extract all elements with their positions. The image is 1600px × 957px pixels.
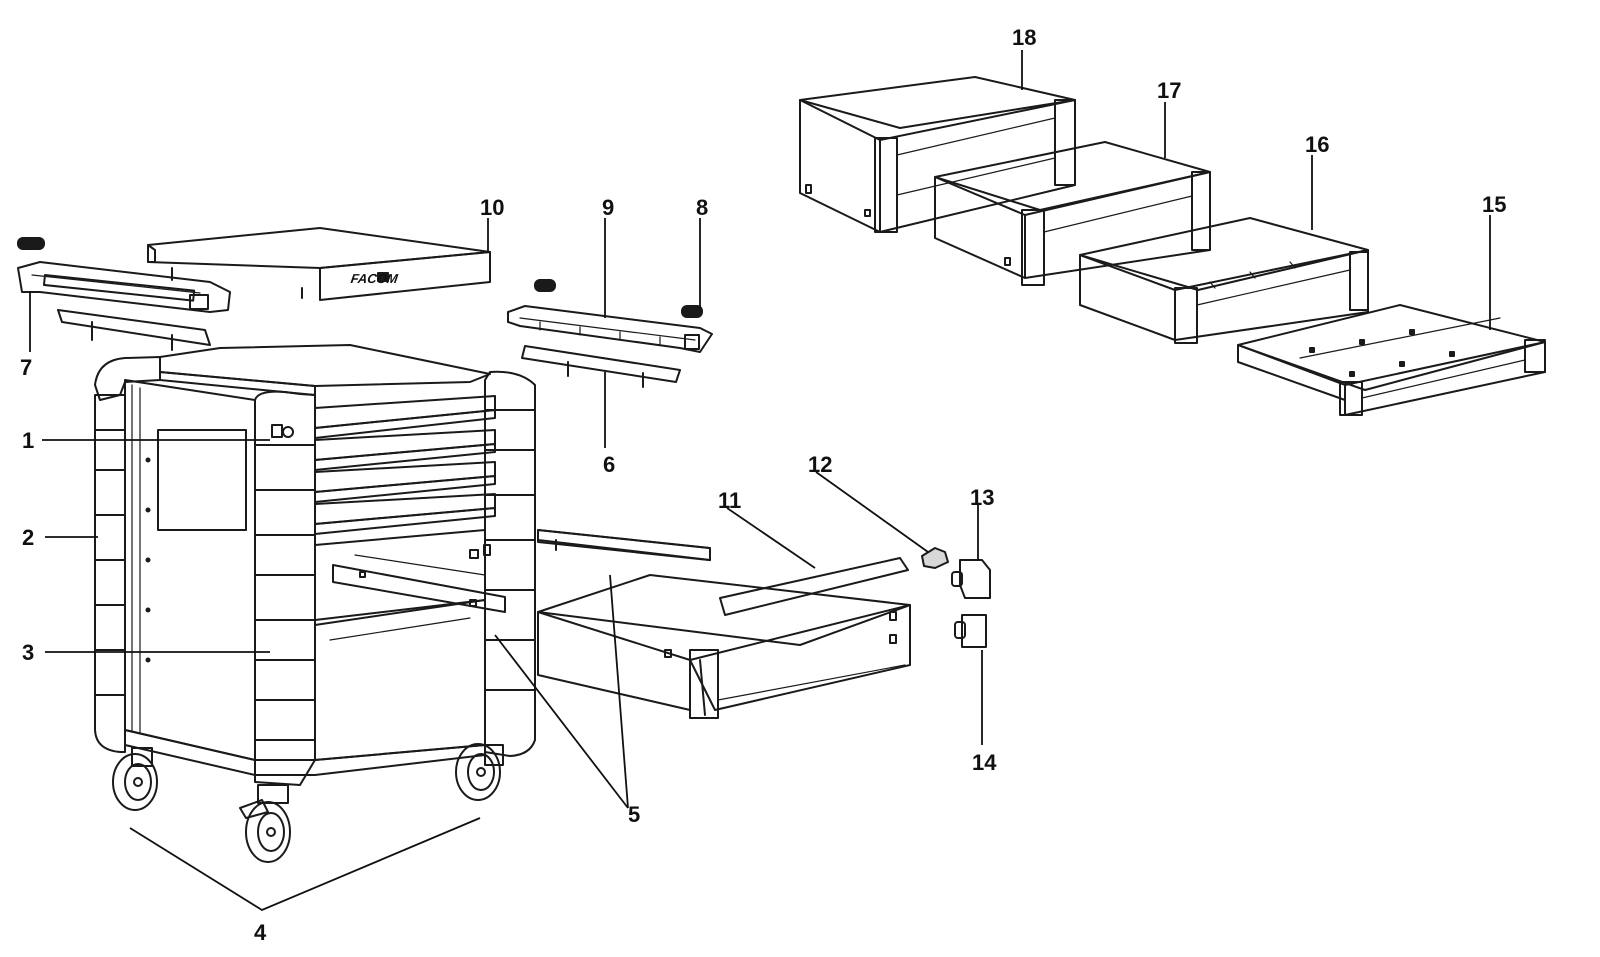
right-handle-assembly	[507, 279, 713, 388]
callout-7: 7	[20, 355, 32, 380]
callout-18: 18	[1012, 25, 1036, 50]
top-tray: FACOM	[147, 227, 491, 301]
callout-numbers: 1 2 3 4 5 6 7 8 9 10 11 12 13 14 15 16 1…	[20, 25, 1506, 945]
left-handle-assembly	[17, 237, 231, 351]
drawer-18	[799, 76, 1076, 233]
caster-wheels	[112, 743, 504, 863]
trolley-cabinet	[94, 344, 536, 863]
callout-16: 16	[1305, 132, 1329, 157]
callout-6: 6	[603, 452, 615, 477]
drawer-fronts	[314, 395, 496, 535]
callout-3: 3	[22, 640, 34, 665]
leader-lines	[29, 50, 1491, 912]
callout-13: 13	[970, 485, 994, 510]
brand-logo-text: FACOM	[350, 271, 400, 286]
callout-9: 9	[602, 195, 614, 220]
callout-4: 4	[254, 920, 267, 945]
small-fittings	[921, 547, 991, 648]
callout-5: 5	[628, 802, 640, 827]
callout-15: 15	[1482, 192, 1506, 217]
lower-drawer-and-rails	[332, 528, 911, 719]
drawer-17	[934, 141, 1211, 286]
callout-10: 10	[480, 195, 504, 220]
callout-8: 8	[696, 195, 708, 220]
callout-12: 12	[808, 452, 832, 477]
callout-14: 14	[972, 750, 997, 775]
callout-17: 17	[1157, 78, 1181, 103]
callout-11: 11	[718, 488, 741, 513]
callout-1: 1	[22, 428, 34, 453]
drawer-15	[1237, 304, 1546, 416]
callout-2: 2	[22, 525, 34, 550]
